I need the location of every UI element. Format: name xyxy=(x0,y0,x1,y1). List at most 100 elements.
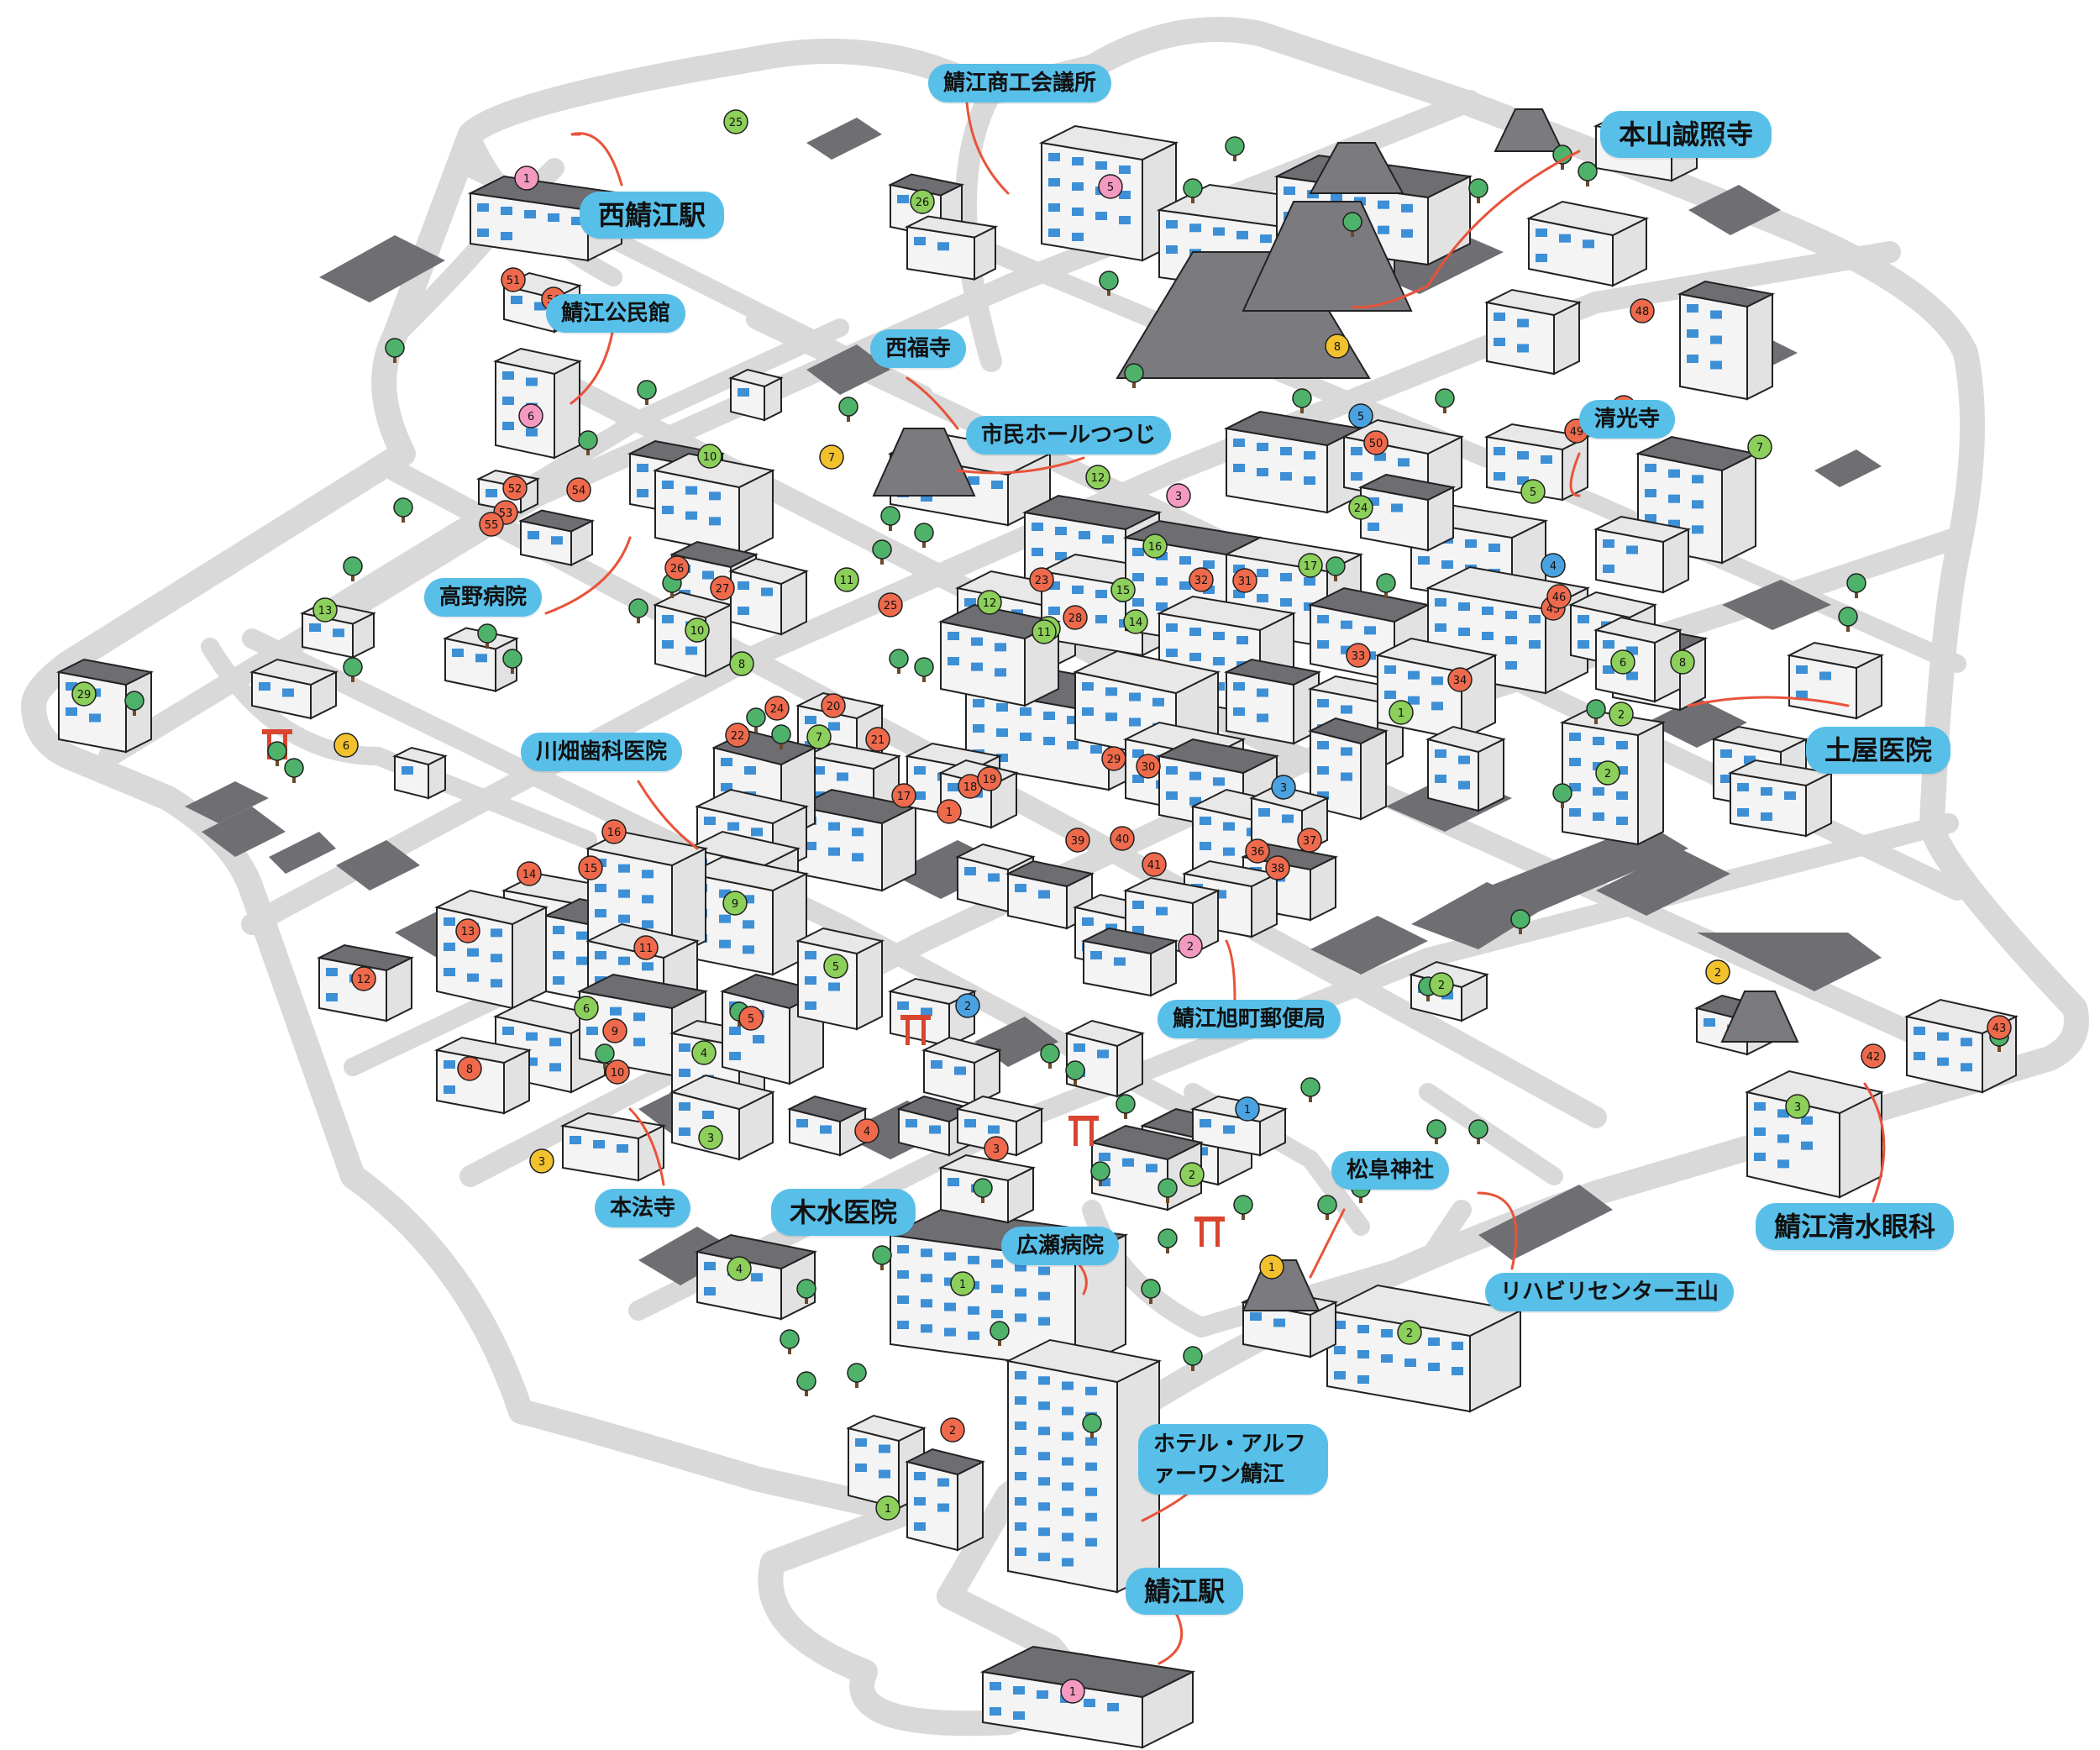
label-shimin-hall[interactable]: 市民ホールつつじ xyxy=(966,416,1172,455)
label-asahimachi-post[interactable]: 鯖江旭町郵便局 xyxy=(1158,1000,1341,1038)
number-marker[interactable]: 4 xyxy=(1541,553,1566,578)
label-tsuchiya-clinic[interactable]: 土屋医院 xyxy=(1806,727,1951,774)
label-saifukuji[interactable]: 西福寺 xyxy=(870,329,967,368)
label-sabae-kominkan[interactable]: 鯖江公民館 xyxy=(546,294,686,333)
number-marker[interactable]: 30 xyxy=(1136,754,1161,779)
number-marker[interactable]: 2 xyxy=(1397,1320,1422,1345)
number-marker[interactable]: 12 xyxy=(977,590,1002,615)
number-marker[interactable]: 3 xyxy=(1785,1094,1810,1119)
number-marker[interactable]: 17 xyxy=(1298,553,1323,578)
number-marker[interactable]: 8 xyxy=(729,651,754,676)
number-marker[interactable]: 24 xyxy=(764,696,790,721)
number-marker[interactable]: 28 xyxy=(1063,605,1088,630)
number-marker[interactable]: 4 xyxy=(727,1256,752,1281)
number-marker[interactable]: 3 xyxy=(698,1125,723,1150)
number-marker[interactable]: 29 xyxy=(71,681,97,707)
number-marker[interactable]: 3 xyxy=(529,1148,554,1174)
number-marker[interactable]: 14 xyxy=(1123,609,1148,634)
number-marker[interactable]: 14 xyxy=(517,861,542,886)
number-marker[interactable]: 51 xyxy=(501,267,526,292)
number-marker[interactable]: 15 xyxy=(1110,577,1136,602)
number-marker[interactable]: 39 xyxy=(1065,828,1090,853)
label-honpoji[interactable]: 本法寺 xyxy=(595,1189,691,1227)
label-seikoji[interactable]: 清光寺 xyxy=(1579,400,1676,439)
number-marker[interactable]: 1 xyxy=(1060,1679,1085,1704)
number-marker[interactable]: 42 xyxy=(1861,1043,1886,1069)
number-marker[interactable]: 4 xyxy=(691,1040,717,1065)
number-marker[interactable]: 1 xyxy=(1235,1096,1260,1122)
label-kisui-clinic[interactable]: 木水医院 xyxy=(771,1189,916,1236)
number-marker[interactable]: 31 xyxy=(1232,568,1257,593)
number-marker[interactable]: 11 xyxy=(1032,619,1057,644)
number-marker[interactable]: 1 xyxy=(950,1271,975,1296)
number-marker[interactable]: 13 xyxy=(455,918,480,943)
number-marker[interactable]: 10 xyxy=(605,1059,630,1085)
number-marker[interactable]: 5 xyxy=(1520,479,1546,504)
number-marker[interactable]: 5 xyxy=(1098,174,1123,199)
number-marker[interactable]: 21 xyxy=(865,727,890,752)
label-takano-hospital[interactable]: 高野病院 xyxy=(424,578,543,617)
number-marker[interactable]: 54 xyxy=(566,477,591,502)
number-marker[interactable]: 29 xyxy=(1101,746,1126,771)
label-hirose-hospital[interactable]: 広瀬病院 xyxy=(1001,1227,1120,1265)
number-marker[interactable]: 6 xyxy=(574,996,599,1021)
number-marker[interactable]: 25 xyxy=(723,109,748,134)
number-marker[interactable]: 16 xyxy=(601,819,627,844)
number-marker[interactable]: 2 xyxy=(1705,959,1730,985)
number-marker[interactable]: 11 xyxy=(633,935,659,960)
number-marker[interactable]: 40 xyxy=(1110,826,1135,851)
number-marker[interactable]: 22 xyxy=(725,723,750,748)
number-marker[interactable]: 7 xyxy=(806,724,832,749)
number-marker[interactable]: 24 xyxy=(1348,495,1373,520)
number-marker[interactable]: 1 xyxy=(875,1495,900,1521)
label-sabae-shoko[interactable]: 鯖江商工会議所 xyxy=(928,64,1112,102)
number-marker[interactable]: 10 xyxy=(697,444,722,469)
number-marker[interactable]: 5 xyxy=(738,1006,764,1031)
number-marker[interactable]: 38 xyxy=(1265,855,1290,880)
number-marker[interactable]: 46 xyxy=(1546,584,1572,609)
number-marker[interactable]: 1 xyxy=(937,799,962,824)
number-marker[interactable]: 6 xyxy=(333,733,359,758)
number-marker[interactable]: 2 xyxy=(1429,972,1454,997)
number-marker[interactable]: 43 xyxy=(1987,1015,2012,1040)
label-kawabata-dental[interactable]: 川畑歯科医院 xyxy=(521,733,683,771)
number-marker[interactable]: 12 xyxy=(1085,465,1110,490)
number-marker[interactable]: 3 xyxy=(1271,775,1296,800)
number-marker[interactable]: 34 xyxy=(1447,667,1473,692)
label-rehab-center[interactable]: リハビリセンター王山 xyxy=(1485,1273,1735,1311)
number-marker[interactable]: 52 xyxy=(502,476,528,501)
number-marker[interactable]: 33 xyxy=(1346,643,1371,668)
label-nishi-sabae-station[interactable]: 西鯖江駅 xyxy=(580,192,725,239)
number-marker[interactable]: 15 xyxy=(578,855,603,880)
number-marker[interactable]: 50 xyxy=(1363,430,1389,455)
number-marker[interactable]: 1 xyxy=(1389,700,1414,725)
number-marker[interactable]: 26 xyxy=(664,555,690,581)
number-marker[interactable]: 55 xyxy=(479,512,504,537)
number-marker[interactable]: 26 xyxy=(910,189,935,214)
number-marker[interactable]: 10 xyxy=(685,617,710,643)
number-marker[interactable]: 5 xyxy=(1348,403,1373,428)
number-marker[interactable]: 19 xyxy=(977,766,1002,791)
number-marker[interactable]: 7 xyxy=(1747,434,1772,460)
label-honzan-joshoji[interactable]: 本山誠照寺 xyxy=(1600,111,1772,158)
number-marker[interactable]: 1 xyxy=(514,166,539,191)
number-marker[interactable]: 8 xyxy=(1325,334,1350,359)
number-marker[interactable]: 25 xyxy=(878,592,903,617)
number-marker[interactable]: 23 xyxy=(1029,567,1054,592)
number-marker[interactable]: 37 xyxy=(1297,828,1322,853)
number-marker[interactable]: 17 xyxy=(891,783,916,808)
number-marker[interactable]: 2 xyxy=(955,993,980,1018)
number-marker[interactable]: 11 xyxy=(834,567,859,592)
number-marker[interactable]: 8 xyxy=(1670,649,1695,675)
number-marker[interactable]: 32 xyxy=(1189,567,1214,592)
number-marker[interactable]: 9 xyxy=(602,1018,627,1043)
number-marker[interactable]: 4 xyxy=(854,1118,879,1143)
number-marker[interactable]: 36 xyxy=(1245,838,1270,864)
number-marker[interactable]: 41 xyxy=(1142,852,1167,877)
label-shimizu-eye[interactable]: 鯖江清水眼科 xyxy=(1756,1203,1955,1250)
number-marker[interactable]: 2 xyxy=(1178,933,1203,959)
number-marker[interactable]: 9 xyxy=(722,891,748,916)
number-marker[interactable]: 48 xyxy=(1630,298,1655,323)
number-marker[interactable]: 13 xyxy=(312,597,338,623)
number-marker[interactable]: 2 xyxy=(1609,702,1634,727)
